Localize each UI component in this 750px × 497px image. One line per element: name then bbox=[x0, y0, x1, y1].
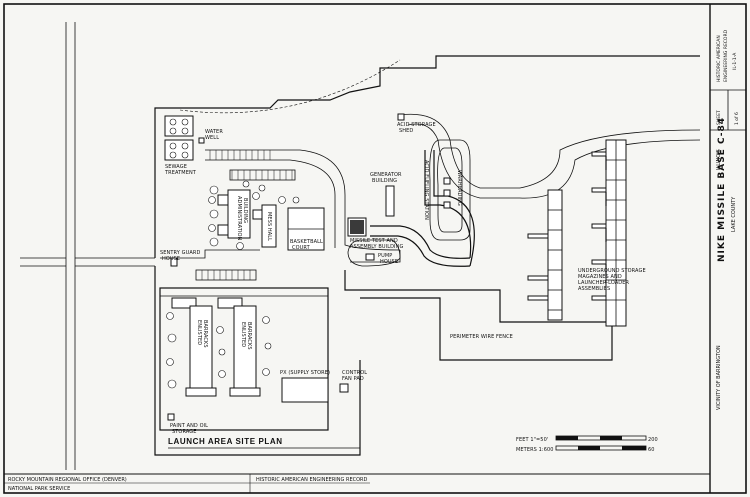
svg-text:LAUNCHER-LOADER: LAUNCHER-LOADER bbox=[578, 280, 629, 286]
parking-hatch-1 bbox=[209, 150, 271, 160]
generator-building bbox=[385, 185, 395, 217]
title-block-record-line2: ENGINEERING RECORD bbox=[723, 29, 729, 82]
dashed-trail bbox=[179, 59, 401, 114]
title-block-main-title: NIKE MISSILE BASE C-84 bbox=[717, 117, 727, 262]
sentry-guard-house bbox=[170, 257, 178, 267]
svg-text:FAN PAD: FAN PAD bbox=[342, 376, 364, 382]
barracks-1-label: ENLISTED bbox=[196, 320, 202, 345]
svg-text:BARRACKS: BARRACKS bbox=[202, 320, 208, 348]
svg-text:WELL: WELL bbox=[205, 135, 219, 141]
drawing-title: LAUNCH AREA SITE PLAN bbox=[168, 437, 283, 446]
administration-label: ADMINISTRATION bbox=[236, 196, 242, 241]
missile-test-building bbox=[347, 217, 367, 237]
svg-text:BUILDING: BUILDING bbox=[242, 198, 248, 223]
title-block-record-line1: HISTORIC AMERICAN bbox=[716, 35, 722, 82]
svg-text:TREATMENT: TREATMENT bbox=[164, 170, 197, 176]
mess-hall bbox=[252, 204, 277, 248]
svg-text:COURT: COURT bbox=[292, 245, 311, 251]
water-well-label: WATER bbox=[205, 129, 223, 135]
paint-label: PAINT AND OIL bbox=[170, 423, 208, 429]
basketball-label: BASKETBALL bbox=[290, 239, 323, 245]
trees-barracks bbox=[166, 312, 272, 389]
access-roads bbox=[20, 22, 155, 470]
scale-meters-label: METERS 1:600 bbox=[516, 447, 554, 453]
paint-oil-storage bbox=[167, 413, 175, 421]
footer-haer: HISTORIC AMERICAN ENGINEERING RECORD bbox=[256, 477, 368, 483]
title-block: NIKE MISSILE BASE C-84 LAKE COUNTY VICIN… bbox=[710, 29, 746, 410]
service-road-north bbox=[399, 113, 701, 199]
sheet-border bbox=[3, 3, 747, 494]
warheading-label: WARHEADING bbox=[456, 170, 462, 206]
missile-test-label: MISSILE TEST AND bbox=[350, 238, 398, 244]
title-block-sheet-label: SHEET bbox=[716, 110, 722, 125]
title-block-state: ILLINOIS bbox=[716, 149, 722, 170]
fueling-label: ACID FUELING STATION bbox=[423, 160, 429, 220]
pump-house-label: PUMP bbox=[378, 253, 392, 259]
launch-section-east bbox=[591, 139, 627, 327]
parking-hatch-2 bbox=[231, 170, 293, 180]
acid-storage-shed bbox=[397, 113, 405, 121]
administration-building bbox=[217, 189, 251, 239]
generator-label: GENERATOR bbox=[370, 172, 402, 178]
barracks-1 bbox=[171, 297, 217, 397]
sewage-treatment bbox=[164, 115, 194, 161]
px-supply-store bbox=[281, 377, 329, 403]
sewage-label: SEWAGE bbox=[165, 164, 187, 170]
control-pad bbox=[339, 383, 349, 393]
svg-text:200: 200 bbox=[648, 437, 658, 443]
trees-admin bbox=[208, 180, 300, 250]
mess-hall-label: MESS HALL bbox=[266, 212, 272, 241]
basketball-court bbox=[287, 207, 325, 251]
fueling-loop bbox=[429, 139, 471, 241]
scale-bar: FEET 1"=50' 200 METERS 1:600 60 bbox=[516, 435, 658, 453]
svg-text:HOUSE: HOUSE bbox=[162, 256, 180, 262]
parking-lot bbox=[205, 149, 401, 251]
svg-text:ASSEMBLY BUILDING: ASSEMBLY BUILDING bbox=[350, 244, 403, 250]
perimeter-label: PERIMETER WIRE FENCE bbox=[450, 334, 513, 340]
barracks-compound bbox=[159, 287, 329, 431]
admin-area-outline bbox=[154, 55, 700, 456]
footer-office: ROCKY MOUNTAIN REGIONAL OFFICE (DENVER) bbox=[8, 477, 127, 483]
svg-text:BUILDING: BUILDING bbox=[372, 178, 397, 184]
title-block-sheet-value: 1 of 6 bbox=[734, 112, 740, 125]
sentry-label: SENTRY GUARD bbox=[160, 250, 200, 256]
control-label: CONTROL bbox=[342, 370, 367, 376]
underground-label: UNDERGROUND STORAGE bbox=[578, 268, 646, 274]
title-block-vicinity: VICINITY OF BARRINGTON bbox=[716, 345, 722, 410]
pump-house bbox=[365, 253, 375, 261]
svg-text:BARRACKS: BARRACKS bbox=[246, 322, 252, 350]
title-block-record-no: IL-1-1-A bbox=[732, 52, 738, 70]
launch-section-central bbox=[527, 189, 563, 321]
svg-text:MAGAZINES AND: MAGAZINES AND bbox=[578, 274, 622, 280]
water-well bbox=[198, 137, 205, 144]
svg-text:HOUSE: HOUSE bbox=[380, 259, 398, 265]
title-block-county: LAKE COUNTY bbox=[731, 196, 737, 232]
svg-text:60: 60 bbox=[648, 447, 655, 453]
footer-nps: NATIONAL PARK SERVICE bbox=[8, 486, 70, 492]
svg-text:STORAGE: STORAGE bbox=[172, 429, 197, 435]
sentry-parking bbox=[195, 269, 257, 281]
svg-text:SHED: SHED bbox=[399, 128, 413, 134]
barracks-2-label: ENLISTED bbox=[240, 322, 246, 347]
perimeter-fence bbox=[344, 270, 613, 361]
barracks-2 bbox=[217, 297, 261, 397]
scale-feet-label: FEET 1"=50' bbox=[516, 437, 548, 443]
px-label: PX (SUPPLY STORE) bbox=[280, 370, 330, 376]
svg-text:ASSEMBLIES: ASSEMBLIES bbox=[578, 286, 610, 292]
acid-storage-label: ACID STORAGE bbox=[397, 122, 436, 128]
